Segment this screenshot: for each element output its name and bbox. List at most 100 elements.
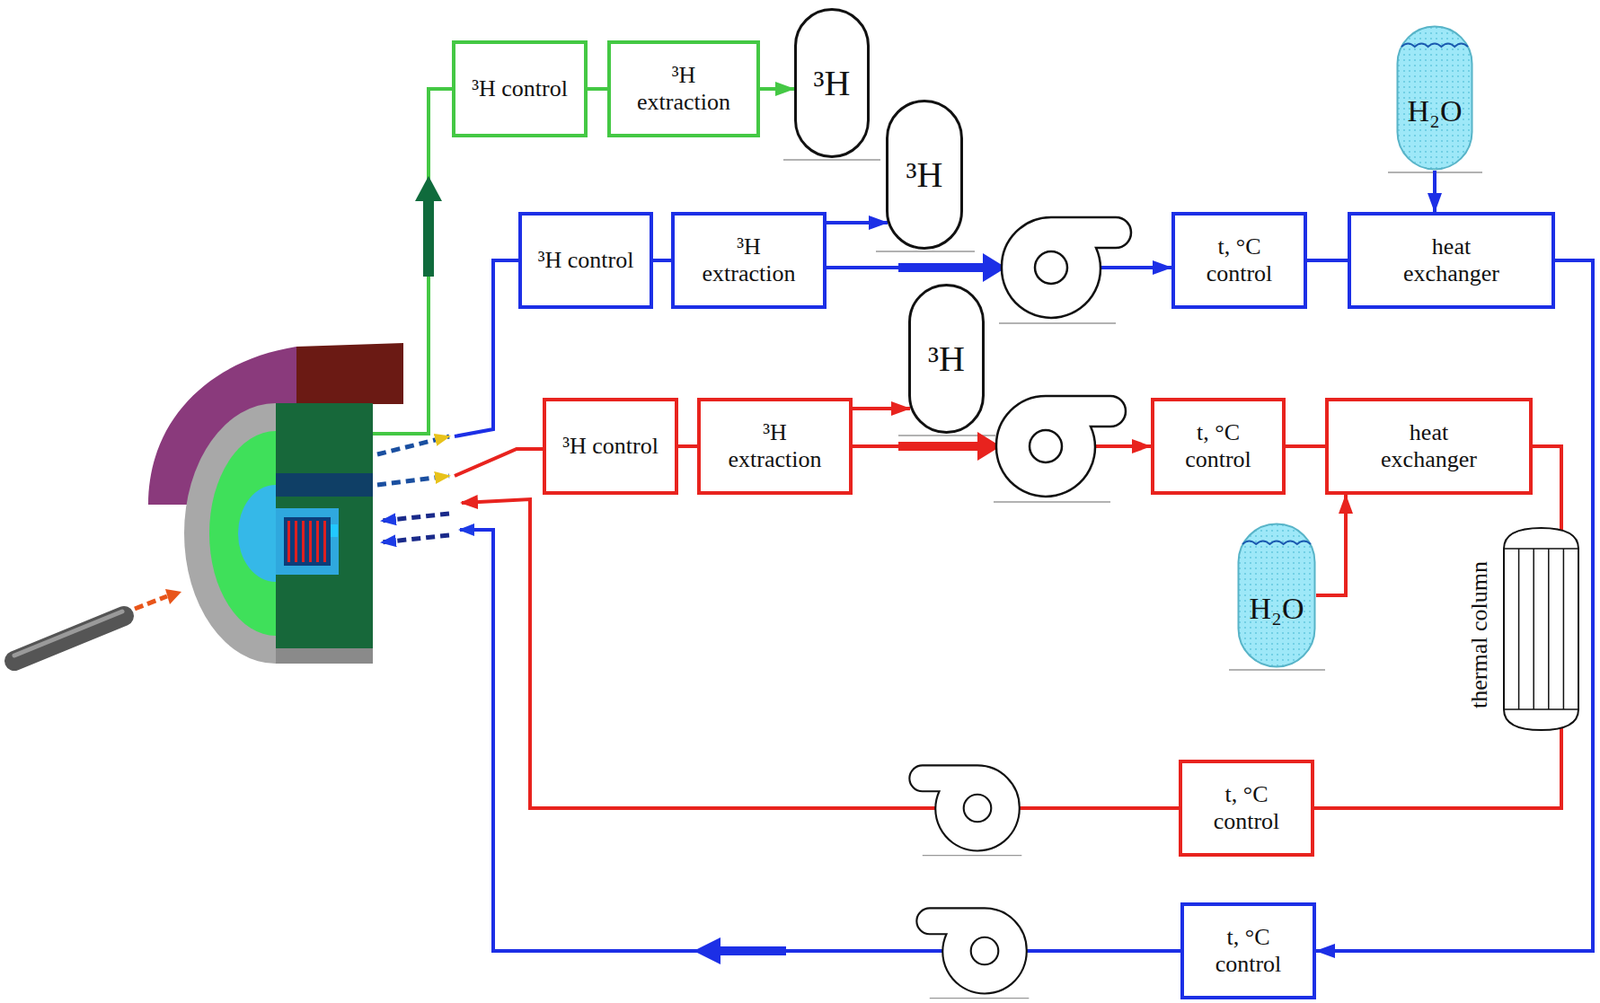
pipe-connector xyxy=(1316,260,1593,952)
inlet-arrow xyxy=(381,513,450,522)
blue-pipe xyxy=(459,530,1181,952)
flow-arrow-head xyxy=(693,937,721,965)
outlet-arrow xyxy=(377,476,450,486)
node-label: t, °C control xyxy=(1199,233,1281,288)
process-box: ³H control xyxy=(518,212,654,310)
water-wave xyxy=(1401,44,1468,48)
process-box: ³H control xyxy=(451,40,588,138)
target-coils xyxy=(287,521,328,563)
node-label: ³H extraction xyxy=(627,61,741,116)
shield-face xyxy=(296,343,404,405)
column-tube xyxy=(1532,548,1535,710)
green-pipe xyxy=(372,88,452,434)
pipe-connector xyxy=(1307,258,1348,263)
base-strip xyxy=(275,648,373,664)
water-tank: H₂O xyxy=(1396,25,1474,171)
node-label: t, °C control xyxy=(1208,924,1290,979)
node-label: t, °C control xyxy=(1206,781,1288,836)
node-label: thermal column xyxy=(1466,561,1494,709)
beam-pipe xyxy=(14,616,124,662)
column-tube xyxy=(1547,548,1550,710)
tank-base xyxy=(875,250,975,253)
column-outline xyxy=(1503,528,1579,731)
column-tube xyxy=(1518,548,1521,710)
node-label: ³H xyxy=(813,62,851,105)
pipe-connector xyxy=(1316,495,1346,596)
thermal-column: thermal column xyxy=(1464,525,1582,734)
tank-base xyxy=(1228,669,1326,672)
node-label: ³H xyxy=(906,154,944,196)
node-label: ³H control xyxy=(471,75,568,103)
target-chamber xyxy=(283,517,331,566)
red-pipe xyxy=(454,449,543,477)
storage-tank: ³H xyxy=(908,283,985,434)
node-label: H₂O xyxy=(1407,93,1463,129)
red-pipe xyxy=(461,499,1179,809)
outer-shell xyxy=(184,403,276,664)
pump-symbol xyxy=(909,765,1022,856)
process-box: t, °C control xyxy=(1178,760,1315,858)
pipe-connector xyxy=(1314,726,1562,809)
flow-arrow xyxy=(423,199,434,277)
process-box: heat exchanger xyxy=(1347,212,1556,310)
tank-base xyxy=(783,159,881,161)
node-label: t, °C control xyxy=(1177,419,1259,474)
process-box: ³H extraction xyxy=(671,212,827,310)
process-box: t, °C control xyxy=(1180,902,1317,1000)
pipe-connector xyxy=(1285,444,1326,449)
node-label: ³H control xyxy=(538,247,635,275)
pump-symbol xyxy=(993,396,1126,503)
outlet-arrow xyxy=(377,436,450,455)
process-box: ³H extraction xyxy=(697,397,853,496)
node-label: ³H control xyxy=(562,433,659,460)
node-label: heat exchanger xyxy=(1395,233,1508,288)
blanket-layer xyxy=(209,431,276,637)
pipe-connector xyxy=(678,444,698,449)
beam-arrow xyxy=(134,596,168,610)
process-box: heat exchanger xyxy=(1325,397,1533,496)
node-label: ³H extraction xyxy=(718,419,831,474)
column-tube xyxy=(1563,548,1565,710)
pipe-connector xyxy=(760,87,795,91)
storage-tank: ³H xyxy=(885,99,964,250)
flow-arrow xyxy=(718,946,787,956)
flow-arrow xyxy=(898,263,985,273)
flow-arrow-head xyxy=(415,176,442,202)
node-label: heat exchanger xyxy=(1372,419,1486,474)
pipe-connector xyxy=(826,220,888,225)
node-label: ³H xyxy=(928,338,965,381)
flow-arrow xyxy=(898,441,980,451)
cavity xyxy=(275,508,339,575)
pipe-connector xyxy=(1432,170,1437,213)
pump-symbol xyxy=(998,217,1132,324)
column-flange xyxy=(1503,708,1579,711)
inner-layer xyxy=(238,485,276,583)
pipe-connector xyxy=(852,406,911,411)
tank-outline xyxy=(1238,524,1316,668)
reactor-block xyxy=(275,403,373,664)
process-box: ³H control xyxy=(542,397,679,496)
storage-tank: ³H xyxy=(794,8,870,159)
node-label: H₂O xyxy=(1249,591,1305,627)
beam-pipe-highlight xyxy=(14,611,123,656)
pump-symbol xyxy=(916,908,1029,999)
channel-band xyxy=(275,473,373,497)
water-tank: H₂O xyxy=(1237,522,1317,669)
blue-pipe xyxy=(454,260,519,437)
tank-outline xyxy=(1397,26,1473,170)
process-box: t, °C control xyxy=(1171,212,1308,310)
process-box: t, °C control xyxy=(1150,397,1286,496)
target-tip xyxy=(330,524,338,538)
beam-arrow-head xyxy=(165,589,182,605)
column-flange xyxy=(1503,548,1579,550)
inlet-arrow xyxy=(381,535,450,543)
pipe-connector xyxy=(1532,446,1562,532)
water-wave xyxy=(1242,541,1311,546)
pipe-connector xyxy=(653,258,672,263)
process-box: ³H extraction xyxy=(607,40,761,138)
node-label: ³H extraction xyxy=(692,233,805,288)
